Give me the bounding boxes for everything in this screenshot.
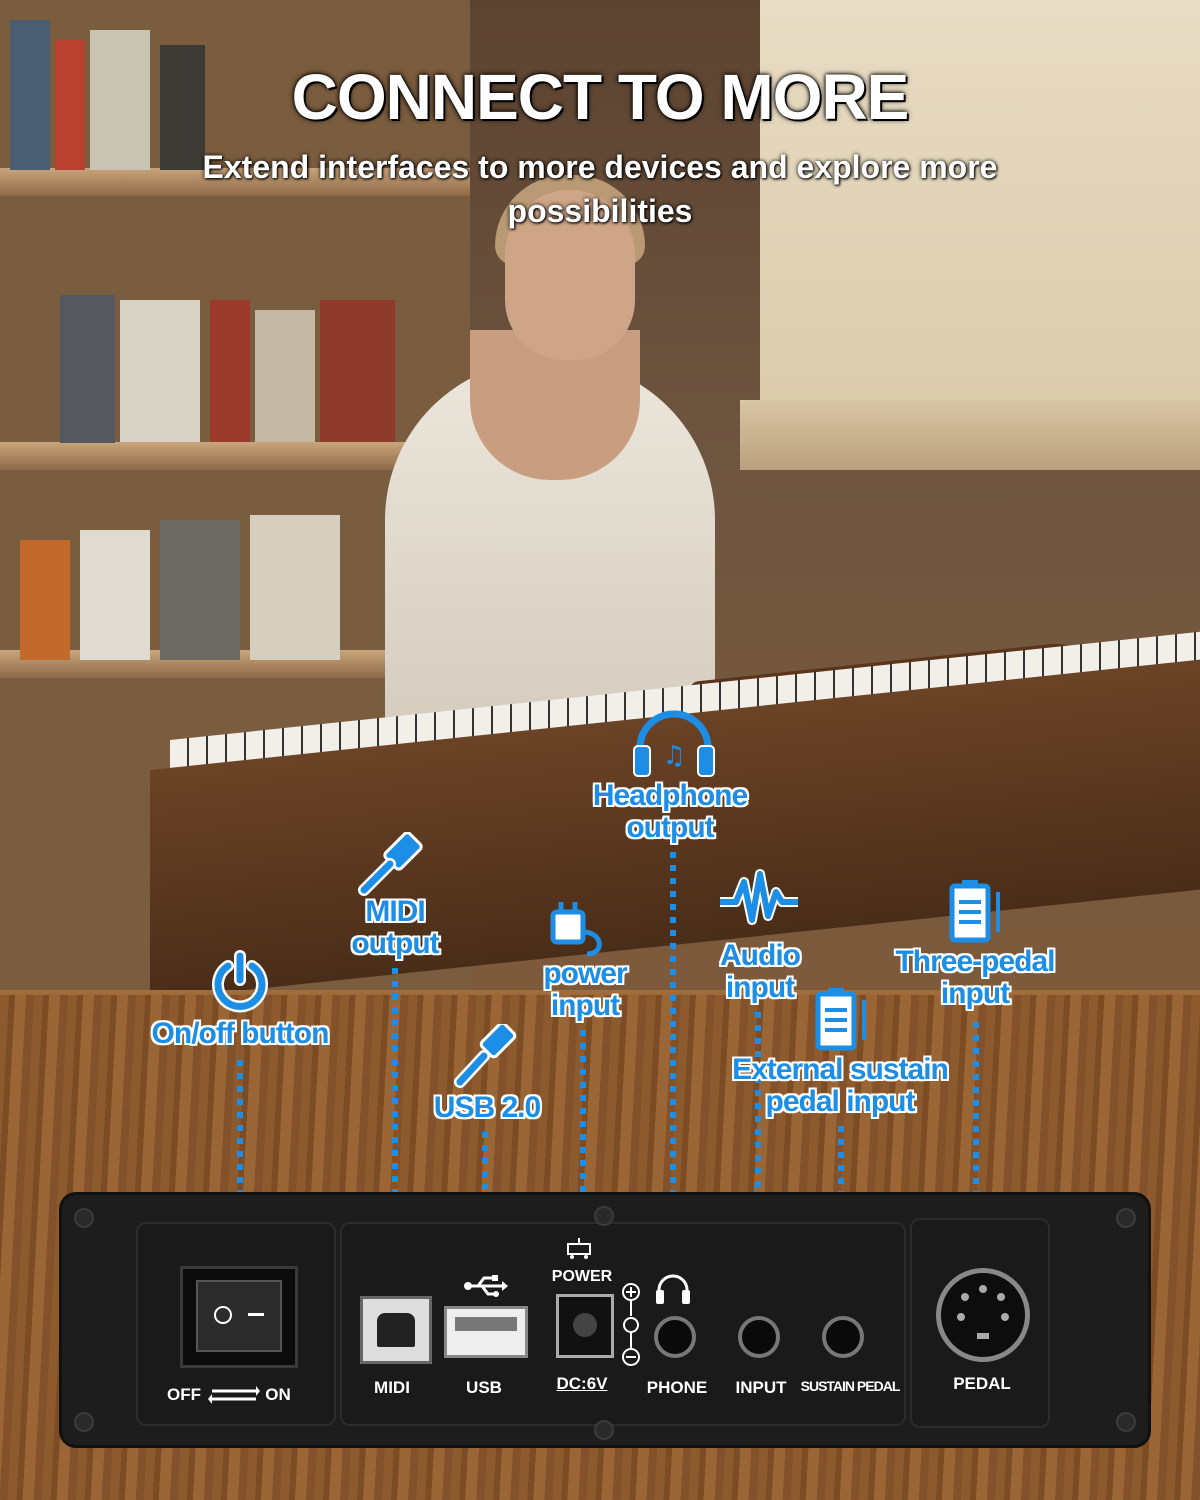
screw [594, 1206, 614, 1226]
callout-on-off: On/off button [151, 1017, 330, 1050]
headphone-icon: ♫ [633, 710, 715, 777]
pedal-unit-icon [949, 880, 1000, 943]
port-tongue [455, 1317, 517, 1331]
shelf-board [0, 168, 470, 196]
book [210, 300, 250, 442]
book [320, 300, 395, 442]
screw [1116, 1412, 1136, 1432]
book [250, 515, 340, 660]
off-mark-icon [214, 1306, 232, 1324]
power-rocker-switch[interactable] [196, 1280, 282, 1352]
usb-symbol-icon [464, 1275, 508, 1297]
svg-text:♫: ♫ [662, 741, 685, 771]
woman-head [505, 190, 635, 360]
callout-headphone-line1: Headphone [592, 779, 748, 812]
off-label: OFF [167, 1385, 201, 1404]
screw [1116, 1208, 1136, 1228]
din-pin [961, 1293, 969, 1301]
headline: CONNECT TO MORE [291, 61, 910, 133]
callout-audio-line2: input [725, 971, 795, 1004]
connector-line [670, 852, 676, 1268]
callout-three-pedal-line1: Three-pedal [895, 945, 1055, 978]
callout-sustain-line1: External sustain [732, 1053, 949, 1086]
sustain-pedal-label: SUSTAIN PEDAL [800, 1378, 901, 1394]
ports-section [340, 1222, 906, 1426]
callout-audio-line1: Audio [720, 939, 801, 972]
cable-plug-icon [358, 832, 423, 896]
subheadline: Extend interfaces to more devices and ex… [202, 149, 998, 229]
book [120, 300, 200, 442]
callout-headphone-line2: output [626, 811, 714, 844]
input-jack[interactable] [738, 1316, 780, 1358]
callout-power-line2: input [550, 989, 620, 1022]
book [160, 45, 205, 170]
polarity-diagram-icon [622, 1283, 640, 1366]
dc-rating-label: DC:6V [556, 1374, 608, 1393]
usb-a-port[interactable] [444, 1306, 528, 1358]
din-pin [979, 1285, 987, 1293]
book [20, 540, 70, 660]
connector-line [973, 1022, 979, 1248]
phone-jack[interactable] [654, 1316, 696, 1358]
dc-polarity-icon [567, 1238, 591, 1259]
dc-power-jack[interactable] [556, 1294, 614, 1358]
callout-power-line1: power [543, 957, 627, 990]
midi-label: MIDI [374, 1378, 410, 1397]
book [90, 30, 150, 170]
book [255, 310, 315, 442]
port-opening [377, 1313, 415, 1347]
headphone-symbol-icon [656, 1274, 690, 1304]
callout-midi-line2: output [351, 927, 439, 960]
window-sill [740, 400, 1200, 470]
din-key [977, 1333, 989, 1339]
switch-arrows-icon [208, 1386, 260, 1404]
usb-label: USB [466, 1378, 502, 1397]
book [60, 295, 115, 443]
book [55, 40, 85, 170]
on-mark-icon [248, 1313, 264, 1316]
screw [74, 1208, 94, 1228]
book [160, 520, 240, 660]
usb-plug-icon [454, 1024, 517, 1088]
screw [594, 1420, 614, 1440]
callout-usb: USB 2.0 [433, 1091, 541, 1124]
din-pin [957, 1313, 965, 1321]
on-label: ON [265, 1385, 291, 1404]
din-pin [1001, 1313, 1009, 1321]
window [760, 0, 1200, 470]
midi-usb-b-port[interactable] [360, 1296, 432, 1364]
power-label: POWER [551, 1268, 613, 1285]
power-adapter-icon [550, 902, 602, 957]
jack-opening [573, 1313, 597, 1337]
sustain-pedal-icon [815, 988, 866, 1051]
book [80, 530, 150, 660]
pedal-din-port[interactable] [936, 1268, 1030, 1362]
callout-three-pedal-line2: input [940, 977, 1010, 1010]
connector-line [755, 1012, 761, 1312]
power-icon [212, 950, 268, 1013]
audio-wave-icon [720, 869, 798, 925]
callout-midi-line1: MIDI [365, 895, 425, 928]
shelf-board [0, 442, 470, 470]
input-label: INPUT [735, 1378, 787, 1397]
pedal-label: PEDAL [953, 1374, 1011, 1393]
connector-line [580, 1030, 586, 1226]
sustain-pedal-jack[interactable] [822, 1316, 864, 1358]
connector-line [392, 968, 398, 1288]
din-pin [997, 1293, 1005, 1301]
screw [74, 1412, 94, 1432]
connector-line [237, 1060, 243, 1280]
phone-label: PHONE [646, 1378, 708, 1397]
callout-sustain-line2: pedal input [765, 1085, 916, 1118]
book [10, 20, 50, 170]
